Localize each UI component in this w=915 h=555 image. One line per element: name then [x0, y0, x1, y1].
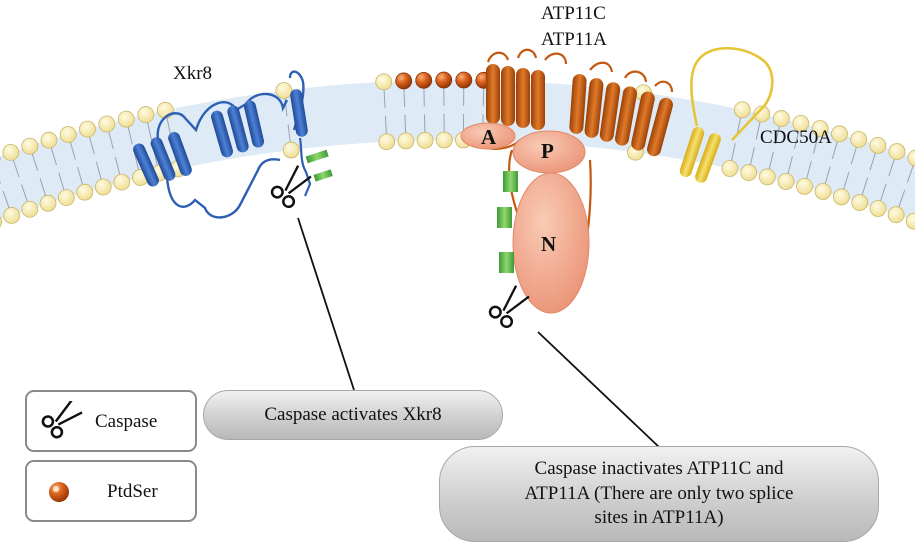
atp-leader-line [537, 331, 660, 448]
lipid-head [758, 168, 776, 186]
legend-ptdser-label: PtdSer [107, 481, 158, 502]
lipid-head [275, 82, 293, 99]
lipid-head [79, 120, 96, 138]
cdc50a-label: CDC50A [760, 127, 832, 148]
xkr8-caspase-site [305, 149, 333, 182]
xkr8-scissors-icon [270, 165, 312, 209]
lipid-head [887, 206, 905, 224]
lipid-head [137, 106, 155, 123]
lipid-head [3, 207, 21, 224]
atp-callout-line-1: Caspase inactivates ATP11C and [534, 457, 784, 479]
atp11-caspase-sites [497, 171, 518, 273]
xkr8-protein [133, 70, 312, 219]
n-domain-label: N [541, 232, 557, 256]
lipid-head [94, 178, 112, 196]
lipid-head [98, 115, 116, 133]
atp-callout-line-3: sites in ATP11A) [594, 507, 724, 529]
lipid-head [733, 101, 751, 119]
lipid-head [40, 131, 58, 149]
lipid-head [113, 173, 131, 191]
lipid-head [869, 200, 887, 217]
xkr8-callout: Caspase activates Xkr8 [203, 390, 503, 440]
lipid-head [435, 131, 453, 149]
lipid-head [850, 131, 868, 148]
lipid-head [740, 164, 758, 181]
lipid-head [21, 200, 39, 218]
atp11-scissors-icon [488, 285, 530, 329]
lipid-head [282, 141, 300, 159]
lipid-head [2, 143, 20, 161]
lipid-head [831, 125, 848, 143]
lipid-head [397, 132, 415, 150]
legend-caspase: Caspase [25, 390, 197, 452]
lipid-head [59, 126, 77, 143]
lipid-head [0, 216, 3, 228]
atp-callout-line-2: ATP11A (There are only two splice [524, 482, 794, 504]
lipid-head [905, 212, 915, 230]
legend-ptdser: PtdSer [25, 460, 197, 522]
lipid-head [378, 133, 396, 151]
ptdser-head [455, 71, 473, 89]
lipid-head [851, 194, 869, 211]
lipid-head [814, 183, 832, 200]
lipid-head [792, 114, 810, 132]
ptdser-head [415, 71, 433, 89]
lipid-head [39, 194, 57, 212]
atp11a-label: ATP11A [541, 29, 607, 50]
ptdser-head [395, 72, 413, 90]
lipid-head [21, 137, 39, 155]
lipid-head [57, 189, 75, 206]
lipid-head [117, 110, 135, 128]
a-domain [460, 122, 516, 150]
atp11c-label: ATP11C [541, 3, 606, 24]
lipid-head [796, 177, 813, 195]
lipid-head [721, 160, 739, 177]
xkr8-label: Xkr8 [173, 63, 213, 84]
lipid-head [777, 173, 795, 190]
lipid-head [416, 131, 434, 149]
cdc50a-protein [679, 47, 774, 183]
scissors-icon [41, 401, 83, 439]
lipid-head [753, 105, 771, 123]
legend-caspase-label: Caspase [95, 411, 158, 432]
p-domain-label: P [541, 139, 554, 163]
lipid-head [833, 188, 850, 206]
xkr8-callout-text: Caspase activates Xkr8 [264, 403, 442, 425]
lipid-head [907, 149, 915, 167]
atp-callout: Caspase inactivates ATP11C and ATP11A (T… [439, 446, 879, 542]
lipid-head [811, 120, 829, 137]
a-domain-label: A [481, 125, 497, 149]
lipid-head [76, 183, 94, 201]
lipid-head [375, 73, 393, 91]
lipid-head [888, 143, 906, 160]
n-domain [512, 172, 590, 314]
xkr8-leader-line [297, 217, 355, 391]
lipid-head [772, 110, 790, 127]
orange-lipid-head-icon [49, 482, 69, 502]
ptdser-head [435, 71, 453, 89]
lipid-head [869, 136, 887, 154]
